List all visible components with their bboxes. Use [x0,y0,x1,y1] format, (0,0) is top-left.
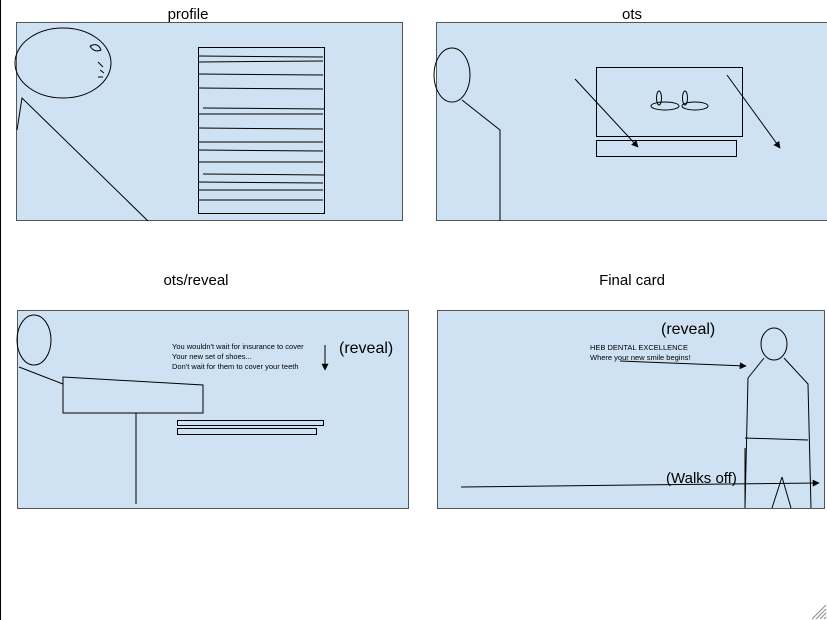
final-card-line-2: Where your new smile begins! [590,353,690,362]
walk-off-arrow [460,479,820,488]
panel-title-ots-reveal: ots/reveal [163,272,228,289]
ots-figure [433,47,501,221]
reveal-figure [16,314,324,504]
panel-frame [17,310,409,509]
reveal-note: (reveal) [339,340,393,357]
final-card-action: (Walks off) [666,470,737,487]
reveal-script-line-3: Don't wait for them to cover your teeth [172,362,299,371]
panel-ots[interactable]: ots [433,6,827,221]
final-card-pointer-arrow [619,360,747,370]
resize-grip-icon[interactable] [807,600,827,620]
panel-title-final-card: Final card [599,272,665,289]
panel-ots-reveal[interactable]: ots/reveal You wouldn't wait for insuran… [16,272,409,509]
final-card-line-1: HEB DENTAL EXCELLENCE [590,343,688,352]
panel-title-ots: ots [622,6,642,23]
profile-body-line [16,96,149,222]
panel-final-card[interactable]: Final card (reveal) HEB DENTAL EXCELLENC… [437,272,825,509]
reveal-script-line-1: You wouldn't wait for insurance to cover [172,342,304,351]
panel-frame [437,310,825,509]
profile-document [198,47,326,214]
ots-arrow-2 [726,74,781,149]
panel-title-profile: profile [168,6,209,23]
reveal-script-line-2: Your new set of shoes... [172,352,252,361]
final-card-note: (reveal) [661,321,715,338]
panel-frame [436,22,827,221]
final-card-figure [744,327,812,509]
profile-head [14,27,112,99]
panel-frame [16,22,403,221]
ots-arrow-1 [574,78,639,148]
panel-profile[interactable]: profile [14,6,403,222]
